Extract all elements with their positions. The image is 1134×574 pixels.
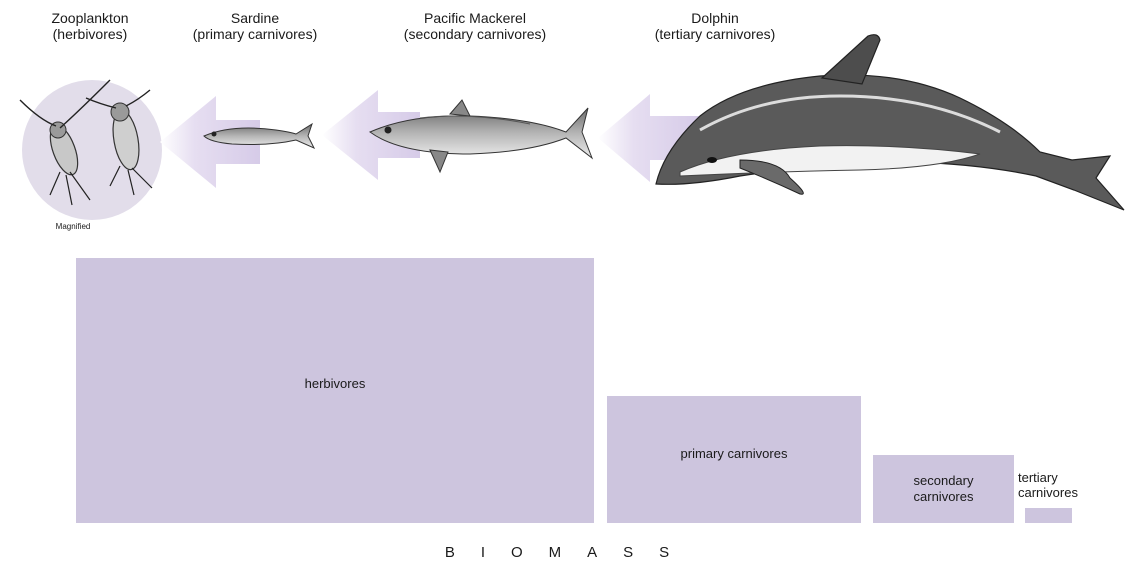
zooplankton-illustration [20, 80, 162, 220]
herbivores-biomass-box: herbivores [76, 258, 594, 523]
box-label-line2: carnivores [1018, 485, 1078, 500]
dolphin-label: Dolphin (tertiary carnivores) [620, 10, 810, 42]
tertiary-carnivores-label: tertiary carnivores [1018, 470, 1078, 500]
organism-role: (herbivores) [20, 26, 160, 42]
organism-name: Sardine [170, 10, 340, 26]
box-label-line2: carnivores [914, 489, 974, 505]
mackerel-label: Pacific Mackerel (secondary carnivores) [370, 10, 580, 42]
organism-name: Dolphin [620, 10, 810, 26]
organism-name: Pacific Mackerel [370, 10, 580, 26]
box-label-line1: tertiary [1018, 470, 1078, 485]
box-label-line1: secondary [914, 473, 974, 489]
sardine-label: Sardine (primary carnivores) [170, 10, 340, 42]
zooplankton-label: Zooplankton (herbivores) [20, 10, 160, 42]
biomass-axis-label: BIOMASS [330, 544, 810, 561]
magnified-note: Magnified [38, 222, 108, 231]
box-label: primary carnivores [681, 446, 788, 461]
mackerel-illustration [370, 100, 592, 172]
secondary-carnivores-biomass-box: secondary carnivores [873, 455, 1014, 523]
primary-carnivores-biomass-box: primary carnivores [607, 396, 861, 523]
organism-role: (secondary carnivores) [370, 26, 580, 42]
dolphin-illustration [656, 35, 1124, 210]
organism-role: (tertiary carnivores) [620, 26, 810, 42]
organism-role: (primary carnivores) [170, 26, 340, 42]
box-label: herbivores [305, 376, 366, 391]
tertiary-carnivores-biomass-box [1025, 508, 1072, 523]
organism-name: Zooplankton [20, 10, 160, 26]
